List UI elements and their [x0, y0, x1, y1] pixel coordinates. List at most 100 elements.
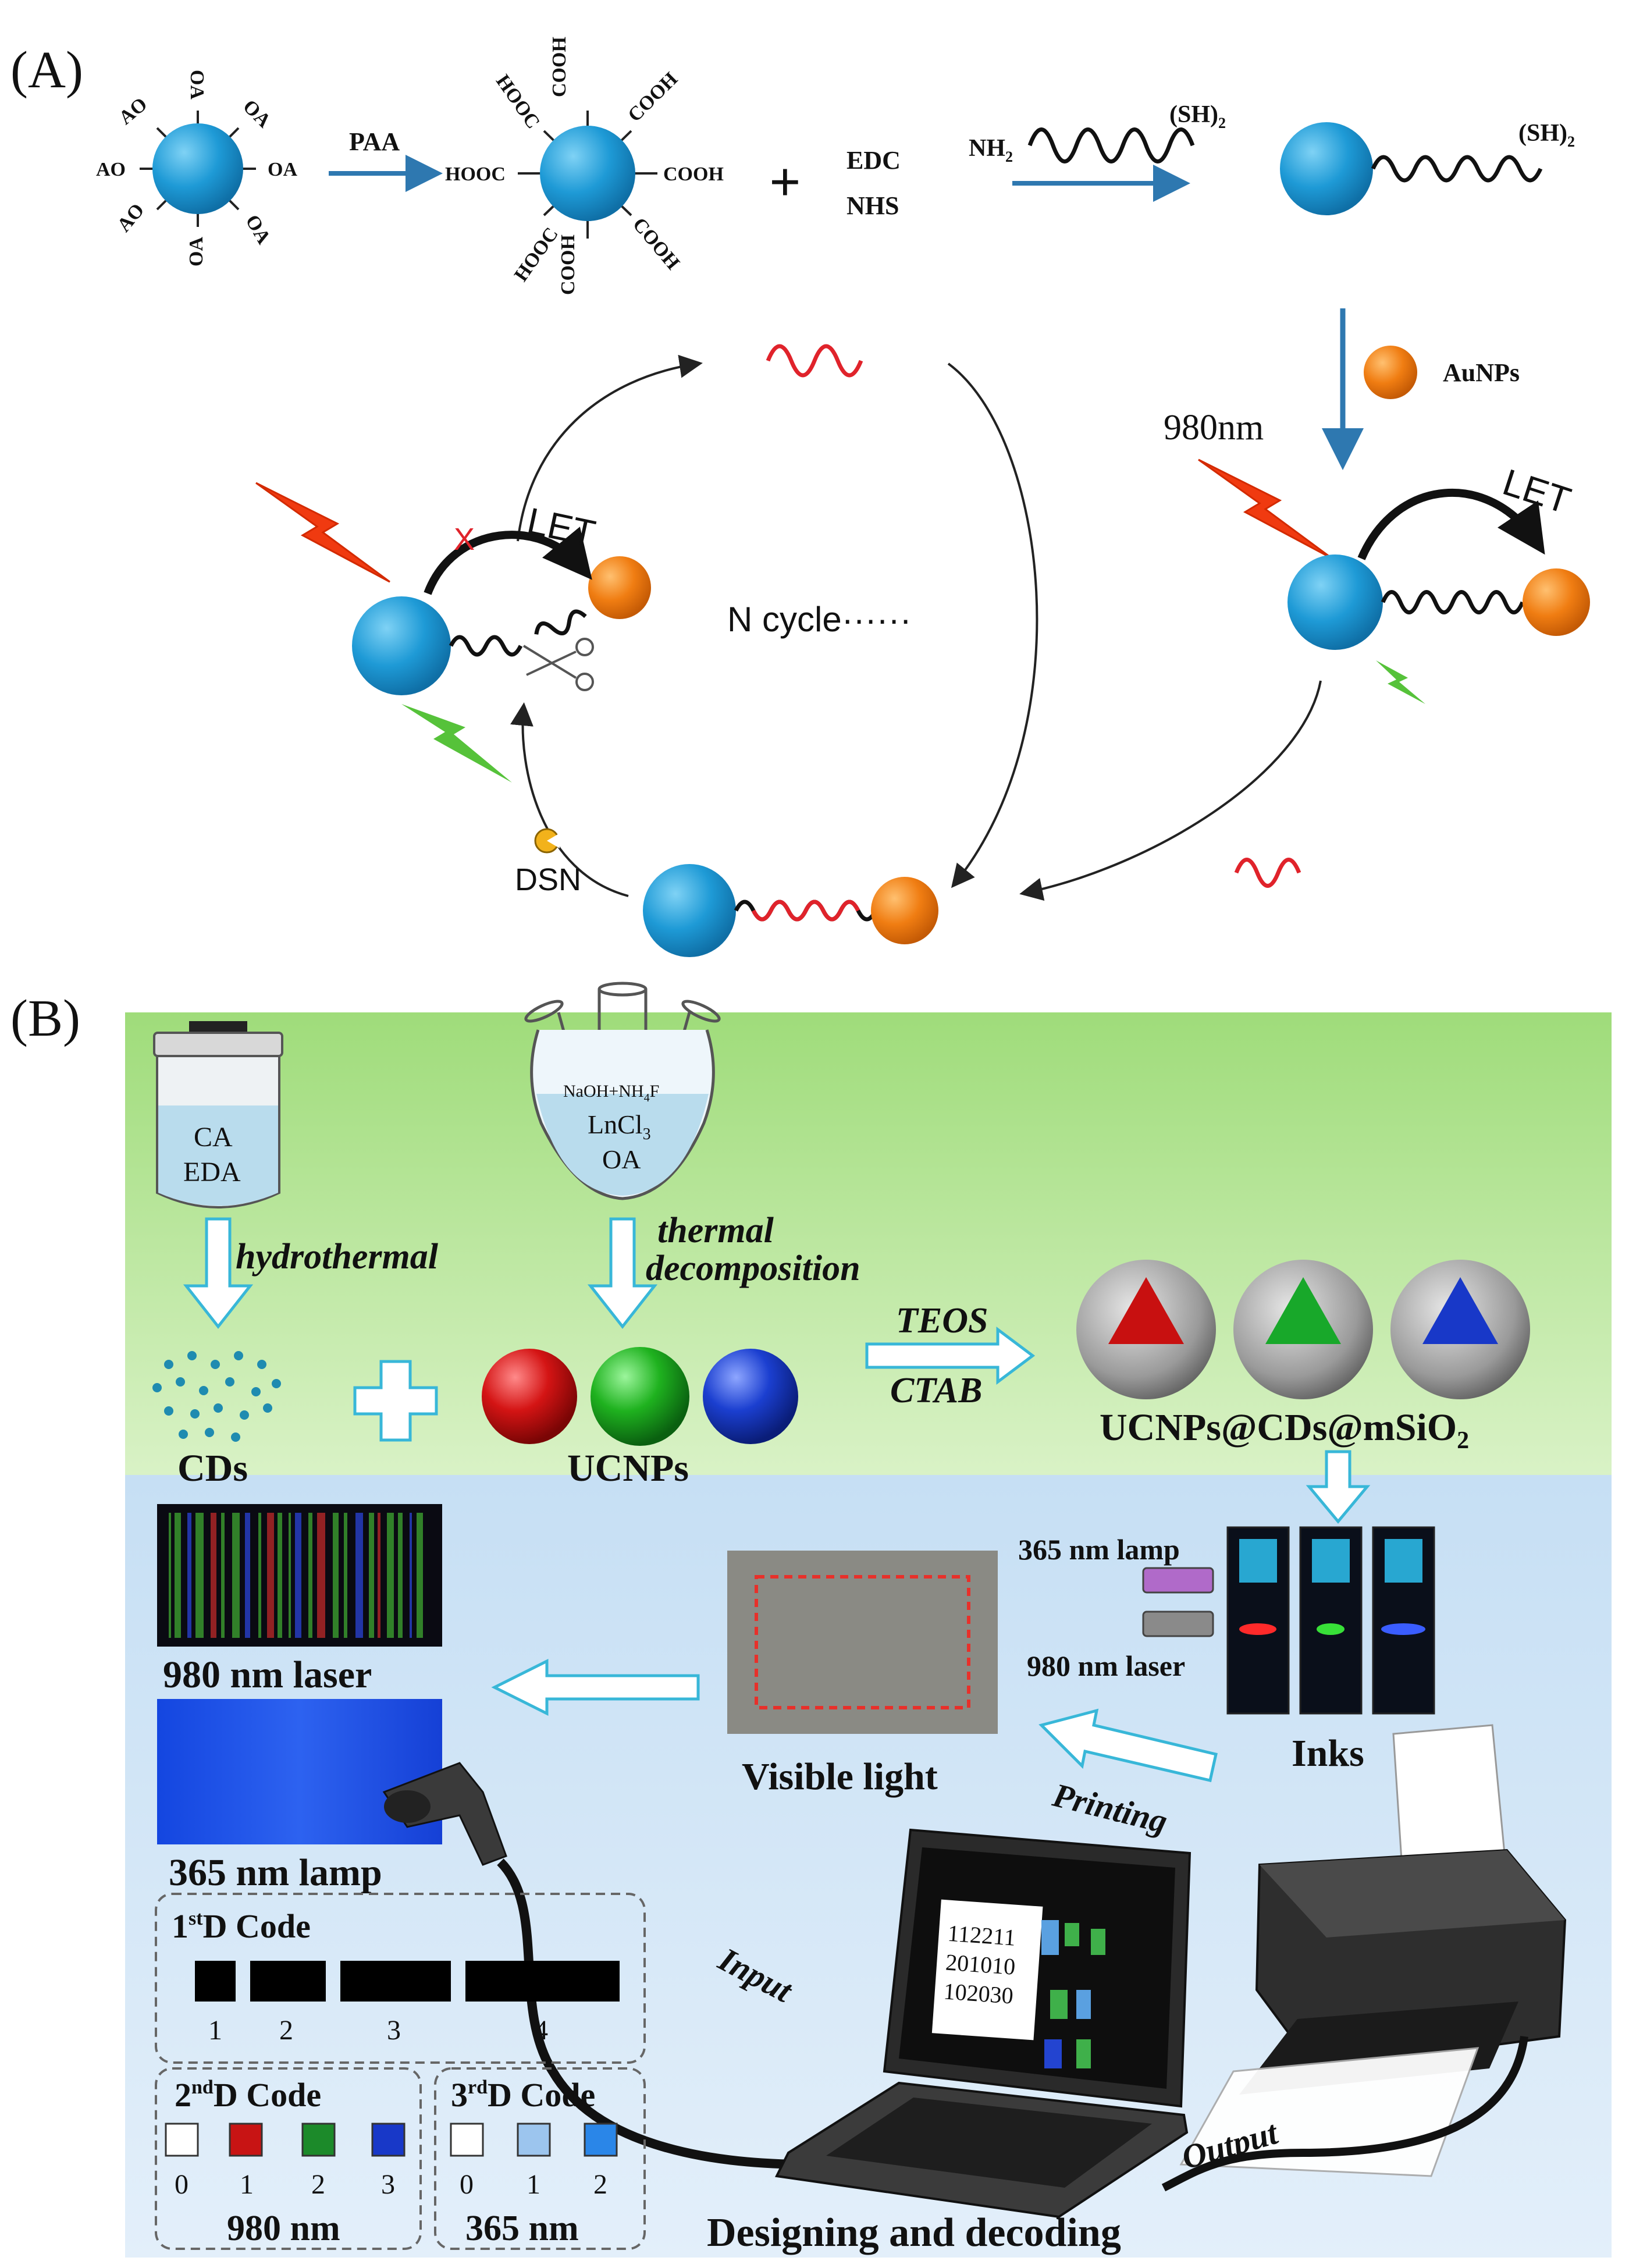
scissors-icon	[522, 638, 594, 691]
let-arrow-blocked	[424, 527, 592, 595]
cycle-arrow-right-down	[1019, 680, 1322, 901]
color-code-green	[301, 2123, 336, 2157]
barcode-stripe	[278, 1513, 282, 1638]
ucnp-red	[482, 1349, 577, 1444]
composite-label: UCNPs@CDs@mSiO2	[1100, 1406, 1469, 1454]
composite-to-ink-arrow	[1306, 1450, 1371, 1524]
barcode-stripe	[417, 1513, 423, 1638]
ucnp-blue	[703, 1349, 798, 1444]
barcode-980-image	[157, 1504, 442, 1647]
printer-icon	[1179, 1724, 1567, 2177]
precursor-ca: CA	[194, 1122, 233, 1153]
bar-width-4	[465, 1961, 620, 2002]
barcode-365-image	[157, 1699, 442, 1844]
laptop-icon	[774, 1828, 1191, 2219]
hydrothermal-arrow	[183, 1217, 254, 1329]
gold-nanoparticle	[871, 877, 938, 944]
color-code-white	[165, 2123, 199, 2157]
plus-outline-icon	[353, 1360, 438, 1442]
carboxyl-label: COOH	[628, 214, 684, 273]
screen-code-line: 112211	[947, 1920, 1016, 1951]
barcode-stripes	[169, 1513, 423, 1638]
let-arrow	[1357, 488, 1545, 560]
bar-width-1	[195, 1961, 236, 2002]
paa-label: PAA	[349, 127, 400, 156]
inks-label: Inks	[1292, 1732, 1364, 1775]
bar-width-number: 1	[208, 2015, 222, 2046]
ligand-label: OA	[241, 211, 275, 248]
printer-cable	[1161, 2036, 1528, 2192]
barcode-980-label: 980 nm laser	[163, 1654, 372, 1696]
gold-nanoparticle	[588, 556, 651, 619]
teos-label: TEOS	[896, 1301, 988, 1341]
laser-bolt-red	[1198, 458, 1333, 560]
nanoparticle-blue	[152, 123, 243, 214]
flask-reagent-line1: NaOH+NH4F	[563, 1082, 659, 1104]
bar-width-number: 4	[534, 2015, 548, 2046]
intensity-code-light-blue	[517, 2123, 551, 2157]
barcode-stripe	[195, 1513, 204, 1638]
nhs-label: NHS	[846, 191, 899, 220]
color-code-red	[229, 2123, 263, 2157]
nanoparticle-blue	[643, 864, 736, 957]
panel-b: (B) CA EDA NaOH+NH4F LnCl3 OA hydrotherm…	[10, 982, 1612, 2258]
thermal-decomposition-arrow	[587, 1217, 658, 1329]
thermal-label: thermal	[657, 1211, 774, 1250]
hydrothermal-label: hydrothermal	[236, 1237, 439, 1277]
barcode-stripe	[387, 1513, 394, 1638]
dna-strand-thiol	[1027, 127, 1195, 163]
panel-b-label: (B)	[10, 990, 80, 1047]
ucnp-green	[591, 1347, 689, 1446]
visible-light-label: Visible light	[742, 1755, 938, 1798]
scanner-cable	[497, 1858, 809, 2169]
barcode-365-label: 365 nm lamp	[169, 1851, 382, 1894]
laser-bolt-red	[255, 482, 390, 583]
code-3d-title: 3rdD Code	[451, 2076, 595, 2114]
let-blocked-cross: X	[454, 522, 475, 557]
target-dna-red	[1234, 858, 1301, 888]
ctab-label: CTAB	[890, 1371, 983, 1410]
nanoparticle-blue	[1280, 122, 1373, 215]
dna-duplex-red	[751, 900, 860, 922]
nanoparticle-blue	[1287, 554, 1383, 650]
flask-reagent-line2: LnCl3	[588, 1110, 651, 1143]
uv-lamp-icon	[1142, 1567, 1214, 1594]
barcode-stripe	[267, 1513, 274, 1638]
barcode-stripe	[398, 1513, 403, 1638]
intensity-code-blue	[584, 2123, 618, 2157]
intensity-code-white	[450, 2123, 484, 2157]
screen-code-line: 201010	[945, 1949, 1016, 1980]
ligand-label: AO	[115, 94, 151, 129]
barcode-stripe	[232, 1513, 240, 1638]
dna-strand-thiol	[1371, 155, 1543, 183]
code-3d-legend: 3rdD Code 0 1 2 365 nm	[434, 2067, 646, 2250]
nh2-label: NH2	[969, 135, 1013, 165]
let-label: LET	[524, 500, 599, 555]
barcode-stripe	[369, 1513, 374, 1638]
code-1d-title: 1stD Code	[172, 1907, 311, 1945]
three-neck-flask: NaOH+NH4F LnCl3 OA	[524, 982, 721, 1200]
designing-decoding-label: Designing and decoding	[707, 2210, 1121, 2255]
autoclave-vessel: CA EDA	[153, 1021, 283, 1208]
barcode-stripe	[308, 1513, 312, 1638]
dna-fragment	[449, 635, 523, 657]
screen-code-line: 102030	[942, 1978, 1014, 2009]
carboxyl-label: HOOC	[492, 71, 544, 133]
dna-probe	[1381, 590, 1525, 614]
excitation-980-label: 980nm	[1164, 408, 1264, 447]
color-code-number: 2	[311, 2169, 325, 2200]
bar-width-number: 3	[387, 2015, 401, 2046]
decomposition-label: decomposition	[646, 1249, 860, 1288]
lamp-365-label: 365 nm lamp	[1018, 1533, 1180, 1566]
ink-vial-red	[1226, 1526, 1290, 1715]
carboxyl-label: COOH	[549, 37, 570, 97]
barcode-stripe	[187, 1513, 191, 1638]
code-1d-legend: 1stD Code 1 2 3 4	[155, 1893, 646, 2064]
carboxyl-nanoparticle: COOH COOH COOH COOH COOH HOOC HOOC HOOC	[445, 37, 724, 295]
intensity-code-number: 2	[593, 2169, 607, 2200]
cycle-arrow-top-release	[517, 354, 703, 542]
nanoparticle-blue	[540, 126, 635, 221]
core-shell-red	[1076, 1260, 1216, 1399]
ink-vial-green	[1299, 1526, 1363, 1715]
carboxyl-label: COOH	[663, 163, 724, 185]
